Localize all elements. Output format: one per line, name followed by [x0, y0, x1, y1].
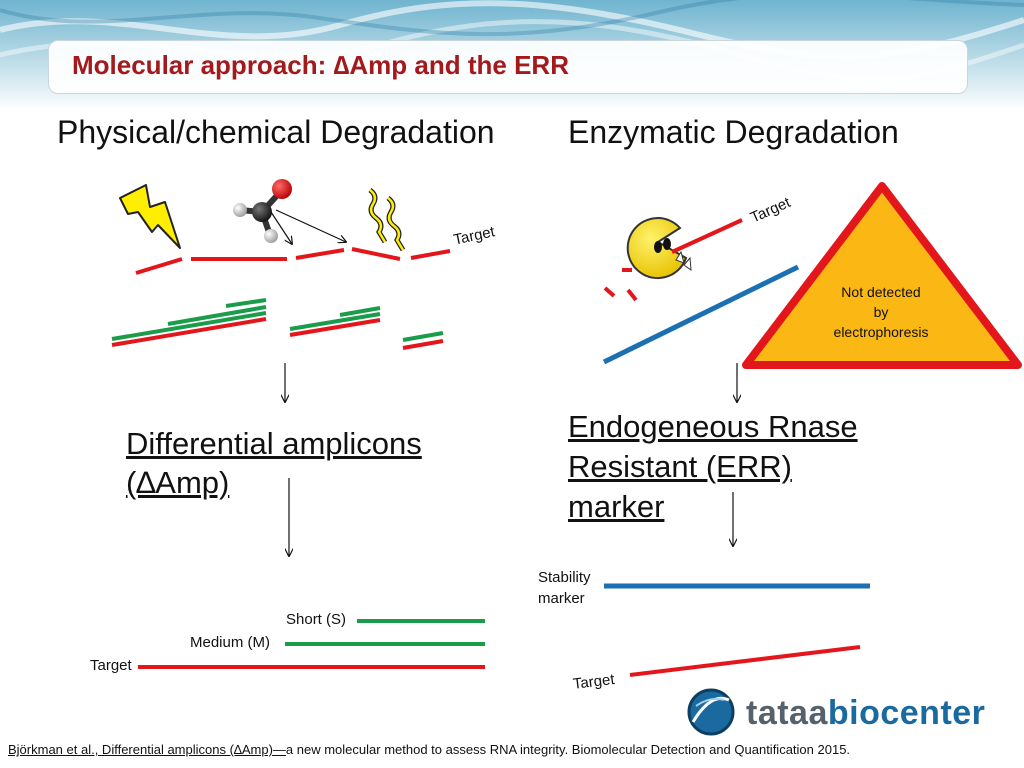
logo-text: tataabiocenter	[746, 694, 985, 733]
molecule-icon	[233, 179, 292, 243]
warning-line-2: by	[873, 304, 889, 320]
target-label-bottom-left: Target	[90, 657, 132, 674]
stability-strand	[602, 264, 800, 365]
warning-line-3: electrophoresis	[833, 324, 929, 340]
reference-citation: Björkman et al., Differential amplicons …	[8, 742, 850, 757]
fragmented-target	[135, 247, 451, 275]
err-line-2: Resistant (ERR)	[568, 449, 792, 484]
warning-text: Not detected by electrophoresis	[800, 282, 962, 342]
amplicon-stack-3	[402, 331, 444, 350]
reference-rest: a new molecular method to assess RNA int…	[285, 742, 851, 757]
stability-label: Stability marker	[538, 567, 591, 609]
logo-part-2: biocenter	[827, 694, 986, 732]
target-bar-right	[629, 645, 861, 677]
right-heading: Enzymatic Degradation	[568, 114, 899, 150]
tataa-logo-icon	[687, 688, 735, 736]
err-line-3: marker	[568, 489, 665, 524]
err-line-1: Endogeneous Rnase	[568, 409, 858, 444]
target-strand-right	[671, 218, 743, 254]
rna-debris	[603, 268, 638, 302]
stability-line-1: Stability	[538, 569, 591, 586]
amplicons-line-2: (∆Amp)	[126, 465, 230, 500]
amplicon-stack-2	[289, 306, 381, 337]
uv-radiation-icon	[368, 188, 406, 252]
medium-label: Medium (M)	[190, 634, 271, 651]
stability-line-2: marker	[538, 590, 585, 607]
rnase-creature-icon	[626, 217, 692, 280]
logo-part-1: tataa	[746, 694, 828, 732]
lightning-icon	[119, 184, 181, 249]
left-heading: Physical/chemical Degradation	[57, 114, 495, 150]
amplicons-heading: Differential amplicons (∆Amp)	[126, 424, 422, 502]
warning-triangle-icon	[742, 182, 1022, 369]
warning-line-1: Not detected	[841, 284, 921, 300]
reference-link[interactable]: Björkman et al., Differential amplicons …	[8, 742, 286, 757]
slide-title: Molecular approach: ∆Amp and the ERR	[72, 50, 569, 80]
short-label: Short (S)	[286, 611, 347, 628]
amplicons-line-1: Differential amplicons	[126, 426, 422, 461]
title-bar	[48, 40, 968, 94]
err-heading: Endogeneous Rnase Resistant (ERR) marker	[568, 407, 858, 527]
amplicon-stack-1	[111, 298, 267, 347]
